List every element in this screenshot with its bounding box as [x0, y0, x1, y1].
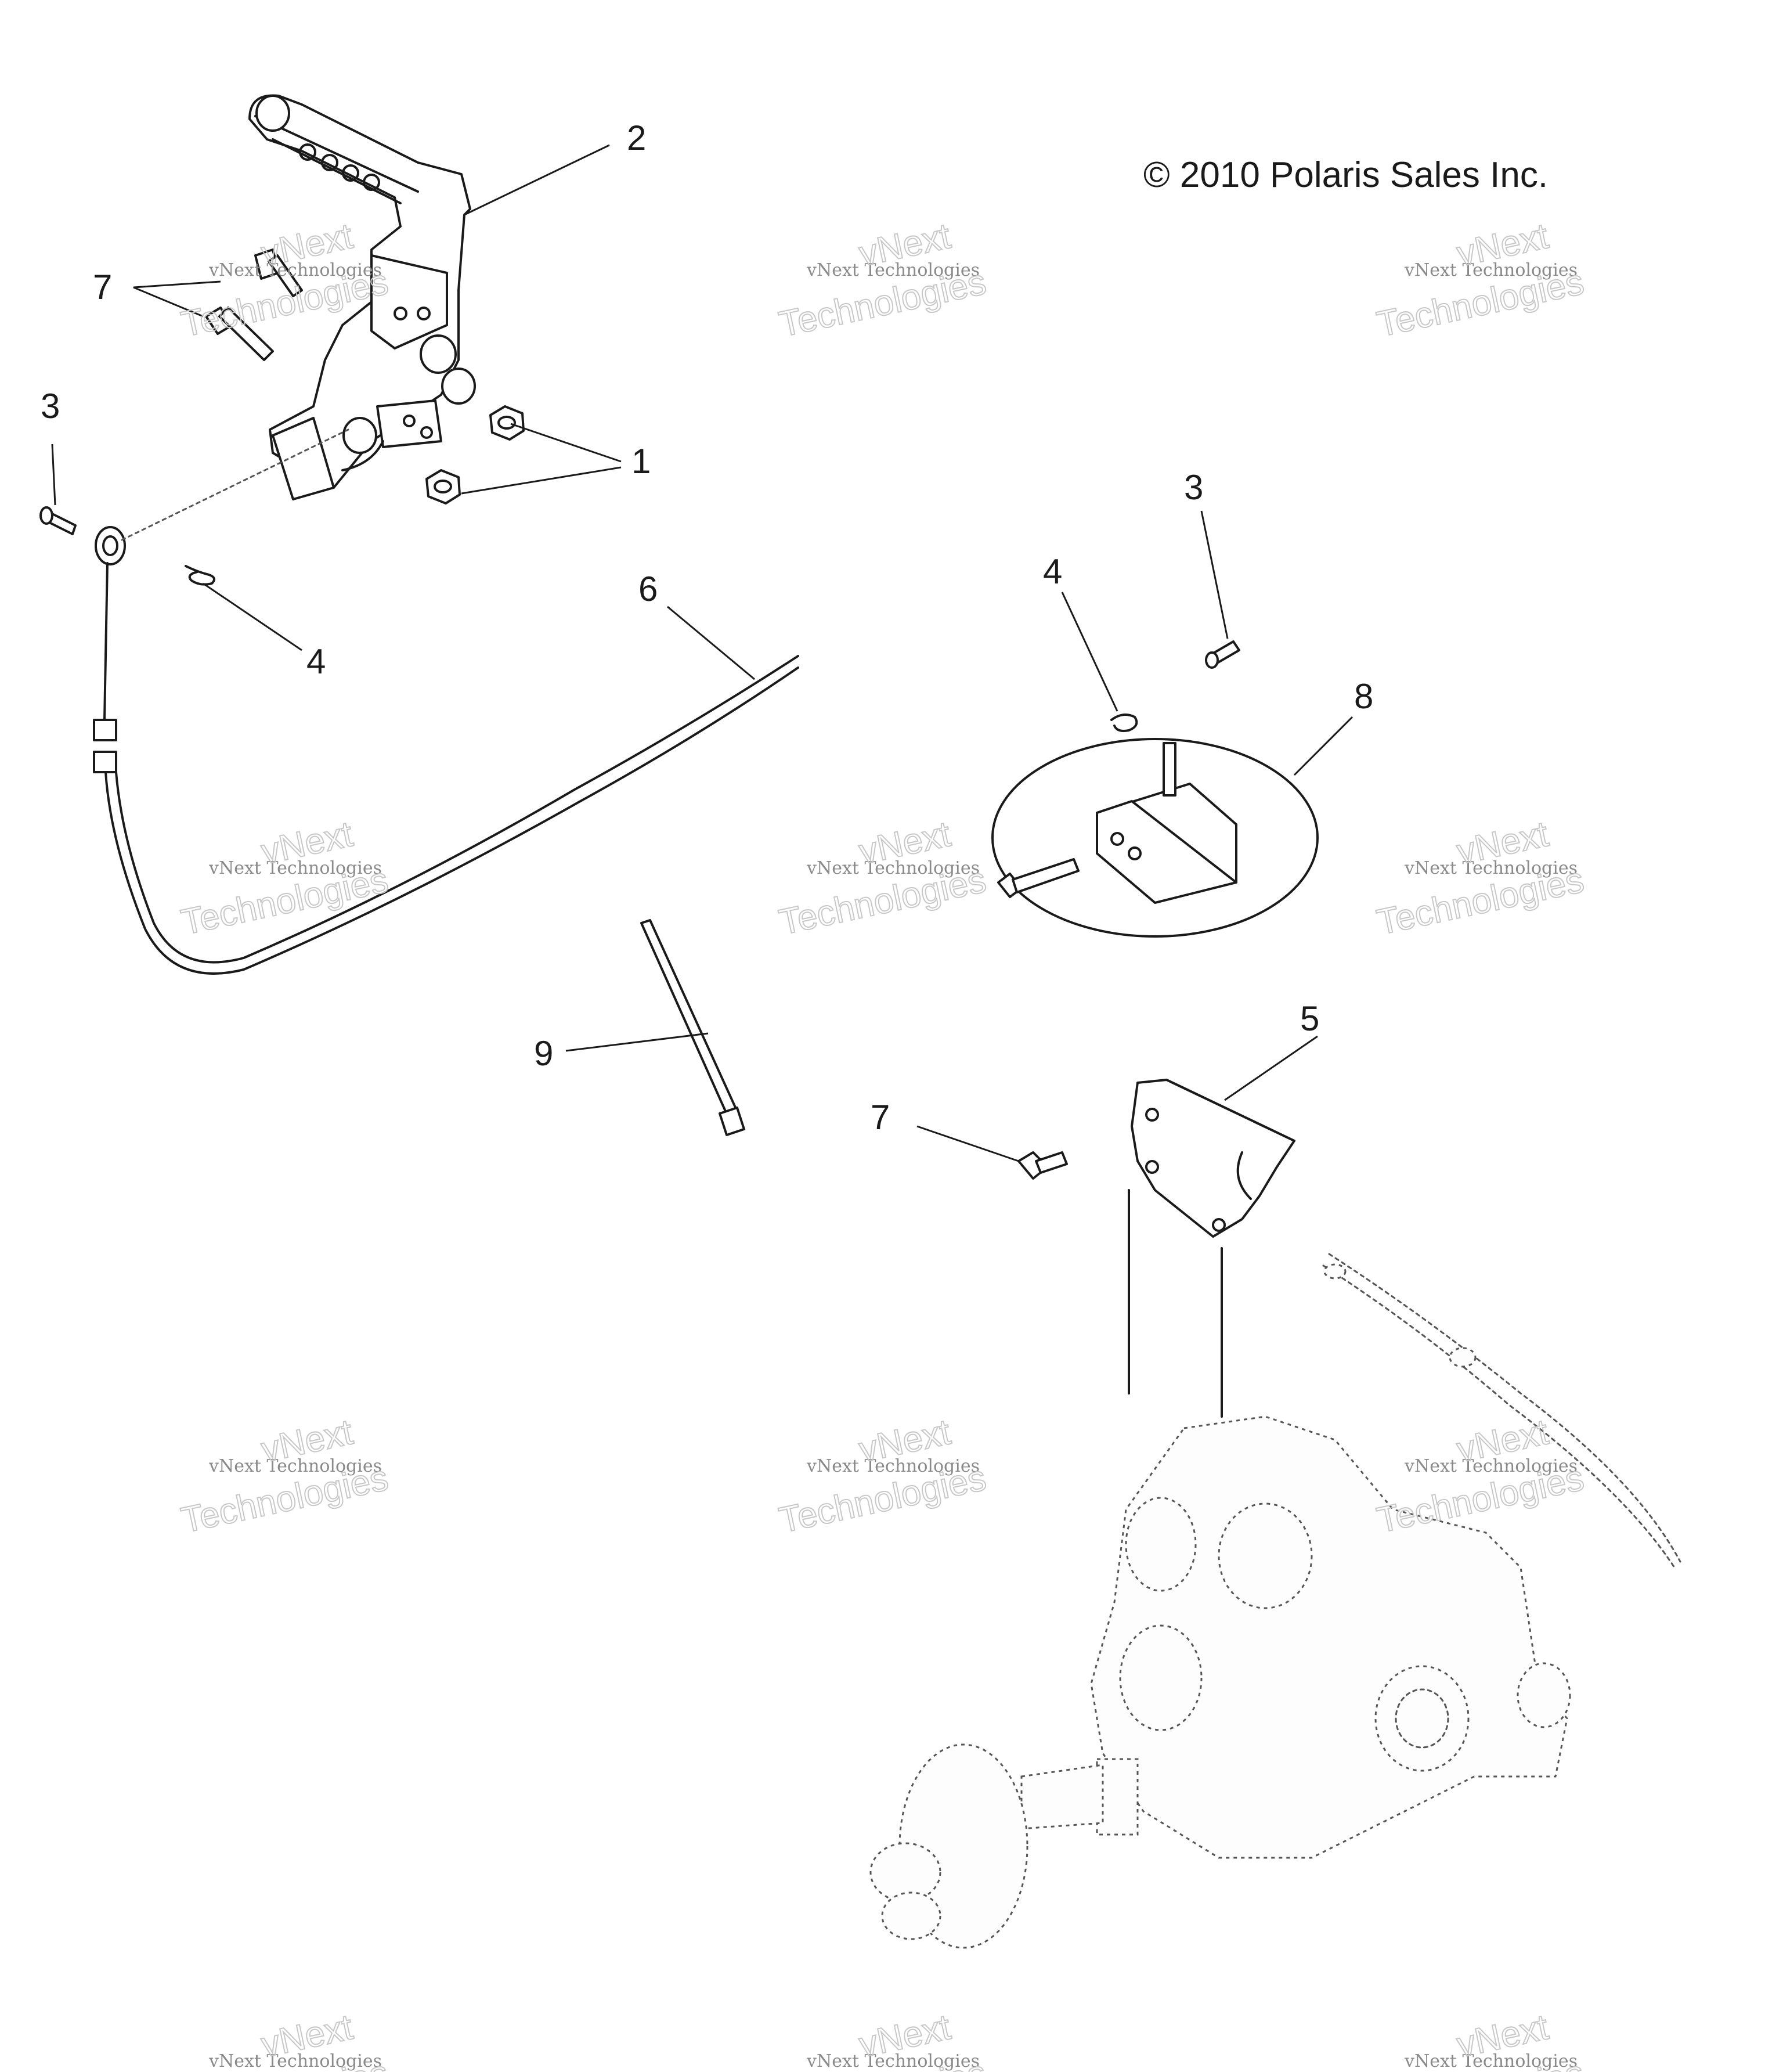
svg-text:vNext Technologies: vNext Technologies: [806, 858, 980, 878]
callout-3-right: 3: [1184, 468, 1203, 507]
svg-text:vNext Technologies: vNext Technologies: [806, 260, 980, 280]
callout-2: 2: [627, 118, 646, 157]
svg-text:vNext Technologies: vNext Technologies: [208, 858, 382, 878]
svg-text:vNext Technologies: vNext Technologies: [208, 260, 382, 280]
part-3-clevis-pin-left: [39, 506, 77, 535]
svg-text:vNext Technologies: vNext Technologies: [1404, 260, 1578, 280]
callout-numbers: 2 7 3 1 4 6 3 4 8 5 7 9: [41, 118, 1373, 1137]
svg-text:vNext Technologies: vNext Technologies: [1404, 1456, 1578, 1476]
part-4-clip-right: [1110, 714, 1138, 732]
watermark: vNext Technologies vNext Technologies: [775, 813, 990, 943]
svg-text:vNext Technologies: vNext Technologies: [208, 1456, 382, 1476]
watermark: vNext Technologies vNext Technologies: [177, 2006, 392, 2072]
watermark: vNext Technologies vNext Technologies: [775, 215, 990, 345]
copyright-notice: © 2010 Polaris Sales Inc.: [1143, 155, 1548, 195]
callout-5: 5: [1300, 999, 1319, 1038]
watermark: vNext Technologies vNext Technologies: [177, 813, 392, 943]
watermark: vNext Technologies vNext Technologies: [1373, 215, 1587, 345]
callout-8: 8: [1354, 677, 1373, 716]
watermark: vNext Technologies vNext Technologies: [1373, 813, 1587, 943]
watermark: vNext Technologies vNext Technologies: [775, 1411, 990, 1541]
part-7-bolts-upper: [205, 248, 303, 361]
leader-lines: [51, 144, 1354, 1162]
svg-text:vNext Technologies: vNext Technologies: [1404, 2051, 1578, 2071]
svg-text:vNext Technologies: vNext Technologies: [1404, 858, 1578, 878]
callout-4-right: 4: [1043, 552, 1062, 591]
watermark: vNext Technologies vNext Technologies: [775, 2006, 990, 2072]
callout-7-upper: 7: [93, 268, 112, 307]
part-6-brake-cable: [93, 428, 799, 975]
callout-3-left: 3: [41, 387, 60, 426]
part-8-switch-assembly: [991, 738, 1319, 938]
part-5-bracket: [1128, 1079, 1295, 1418]
part-7-bolt-right: [1017, 1151, 1068, 1180]
callout-1: 1: [631, 442, 651, 481]
part-3-clevis-pin-right: [1205, 640, 1240, 669]
phantom-transmission: [869, 1253, 1681, 1949]
part-9-rod: [640, 919, 745, 1136]
callout-6: 6: [638, 570, 658, 608]
part-4-clip-left: [185, 565, 215, 586]
svg-text:vNext Technologies: vNext Technologies: [806, 2051, 980, 2071]
watermark: vNext Technologies vNext Technologies: [177, 1411, 392, 1541]
part-1-nuts: [425, 405, 525, 505]
part-2-brake-lever: [248, 94, 476, 500]
callout-4-left: 4: [306, 642, 326, 681]
watermark: vNext Technologies vNext Technologies: [1373, 2006, 1587, 2072]
callout-9: 9: [534, 1034, 553, 1073]
callout-7-right: 7: [871, 1098, 890, 1137]
svg-text:vNext Technologies: vNext Technologies: [806, 1456, 980, 1476]
svg-text:vNext Technologies: vNext Technologies: [208, 2051, 382, 2071]
watermark: vNext Technologies vNext Technologies: [1373, 1411, 1587, 1541]
